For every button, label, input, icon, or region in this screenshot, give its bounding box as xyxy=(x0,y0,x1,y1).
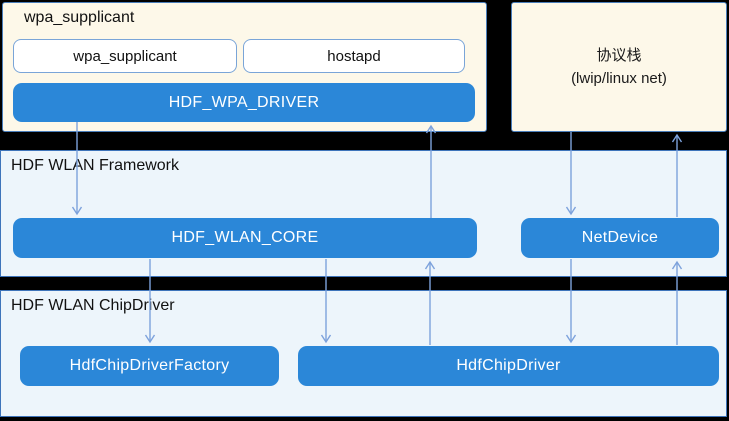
hdf-wlan-framework-section: HDF WLAN Framework HDF_WLAN_CORE NetDevi… xyxy=(0,150,727,277)
hdfchipdriver-label: HdfChipDriver xyxy=(456,357,561,374)
wpa-supplicant-box-label: wpa_supplicant xyxy=(73,47,177,65)
hostapd-box-label: hostapd xyxy=(327,47,381,65)
hdf-wpa-driver-label: HDF_WPA_DRIVER xyxy=(168,93,320,111)
hostapd-box: hostapd xyxy=(243,39,465,73)
wpa-supplicant-box: wpa_supplicant xyxy=(13,39,237,73)
protocol-stack-line1: 协议栈 xyxy=(596,46,642,64)
hdf-wlan-chipdriver-section: HDF WLAN ChipDriver HdfChipDriverFactory… xyxy=(0,290,727,417)
hdf-wpa-driver-bar: HDF_WPA_DRIVER xyxy=(13,83,475,122)
chipdriver-section-title: HDF WLAN ChipDriver xyxy=(11,297,175,314)
hdf-wlan-core-bar: HDF_WLAN_CORE xyxy=(13,218,477,258)
wpa-supplicant-group: wpa_supplicant wpa_supplicant hostapd HD… xyxy=(2,2,487,132)
netdevice-bar: NetDevice xyxy=(521,218,719,258)
hdfchipdriver-bar: HdfChipDriver xyxy=(298,346,719,386)
hdfchipdriverfactory-label: HdfChipDriverFactory xyxy=(69,357,230,374)
protocol-stack-line2: (lwip/linux net) xyxy=(571,70,667,87)
framework-section-title: HDF WLAN Framework xyxy=(11,157,180,174)
netdevice-label: NetDevice xyxy=(581,229,659,246)
hdf-wlan-core-label: HDF_WLAN_CORE xyxy=(171,229,319,246)
hdfchipdriverfactory-bar: HdfChipDriverFactory xyxy=(20,346,279,386)
protocol-stack-box: 协议栈 (lwip/linux net) xyxy=(511,2,727,132)
wpa-group-title: wpa_supplicant xyxy=(24,9,135,26)
